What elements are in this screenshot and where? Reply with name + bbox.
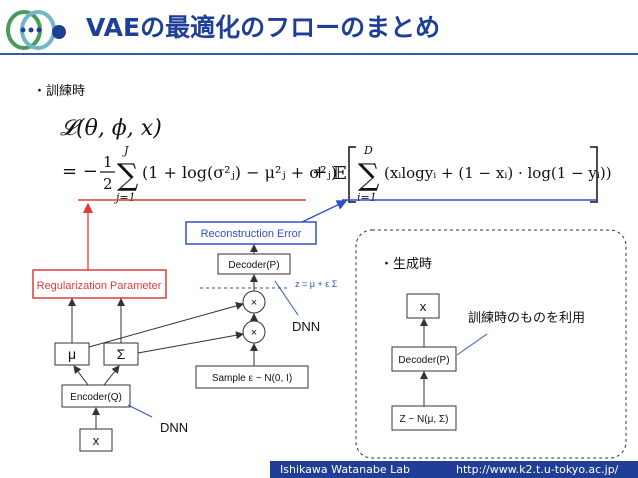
mu-label: μ	[68, 346, 76, 362]
dnn-encoder-callout	[127, 404, 153, 418]
logo-big-dot	[52, 25, 66, 39]
loss-equation: 𝓛(θ, ϕ, x) = − 1 2 J ∑ j=1 (1 + log(σ²ⱼ)…	[60, 116, 612, 204]
kl-terms: (1 + log(σ²ⱼ) − μ²ⱼ + σ²ⱼ)	[142, 163, 337, 182]
plus-sign: +	[312, 162, 327, 183]
encoder-label: Encoder(Q)	[70, 392, 122, 403]
footer-lab: Ishikawa Watanabe Lab	[280, 463, 410, 476]
sum2-upper: D	[363, 144, 373, 157]
bracket-left	[348, 146, 356, 203]
half-numerator: 1	[103, 153, 113, 171]
reuse-note: 訓練時のものを利用	[468, 311, 586, 326]
sum1-upper: J	[122, 144, 129, 157]
expectation: 𝔼	[333, 163, 347, 184]
sum2-sigma: ∑	[358, 158, 380, 193]
dnn-decoder-callout	[274, 280, 299, 316]
vae-train-diagram: Regularization Parameter Reconstruction …	[32, 200, 348, 452]
logo-dot-3	[36, 27, 42, 33]
gen-output-x-box	[406, 293, 440, 319]
generation-panel: x Decoder(P) Z ~ N(μ, Σ)	[355, 229, 627, 459]
encoder-to-mu	[73, 365, 89, 386]
encoder-to-sigma	[103, 365, 120, 386]
generation-dashed-frame	[355, 229, 627, 459]
multiply-node-bottom-sign: ×	[251, 327, 257, 339]
dnn-encoder-label: DNN	[160, 420, 188, 435]
sigma-to-mult-bottom	[137, 331, 244, 354]
gen-prior-box	[391, 405, 457, 431]
reg-param-label: Regularization Parameter	[37, 280, 162, 292]
equals-minus: = −	[62, 161, 98, 182]
section-label-train: ・訓練時	[33, 84, 86, 99]
reparam-label: z = μ + ε Σ	[295, 279, 338, 289]
noise-sample-label: Sample ε ~ N(0, I)	[212, 373, 292, 384]
recon-error-label: Reconstruction Error	[201, 228, 302, 240]
logo-dot-1	[20, 27, 26, 33]
recon-terms: (xᵢlogyᵢ + (1 − xᵢ) · log(1 − yᵢ))	[384, 164, 612, 182]
loss-lhs: 𝓛(θ, ϕ, x)	[60, 116, 162, 141]
mu-to-mult-top	[88, 302, 244, 348]
train-decoder-label: Decoder(P)	[228, 260, 279, 271]
sum1-sigma: ∑	[117, 158, 139, 193]
logo-dot-2	[28, 27, 34, 33]
slide-title: VAEの最適化のフローのまとめ	[86, 13, 441, 42]
recon-to-loss-arrow	[301, 200, 348, 223]
footer-url[interactable]: http://www.k2.t.u-tokyo.ac.jp/	[456, 463, 619, 476]
bracket-right	[590, 146, 598, 203]
gen-output-x-label: x	[420, 299, 427, 314]
header-rule	[0, 53, 638, 55]
gen-decoder-box	[391, 346, 457, 372]
lab-logo	[6, 10, 66, 50]
input-x-label: x	[93, 433, 100, 448]
half-denominator: 2	[103, 175, 113, 193]
reg-param-box	[32, 269, 167, 299]
reuse-callout	[456, 333, 488, 356]
multiply-node-top-sign: ×	[251, 297, 257, 309]
dnn-decoder-label: DNN	[292, 319, 320, 334]
gen-decoder-label: Decoder(P)	[398, 355, 449, 366]
section-label-generate: ・生成時	[380, 257, 433, 272]
footer-bar: Ishikawa Watanabe Lab http://www.k2.t.u-…	[270, 461, 638, 478]
gen-prior-label: Z ~ N(μ, Σ)	[400, 414, 449, 425]
noise-sample-box	[195, 365, 309, 389]
sigma-label: Σ	[117, 346, 126, 362]
